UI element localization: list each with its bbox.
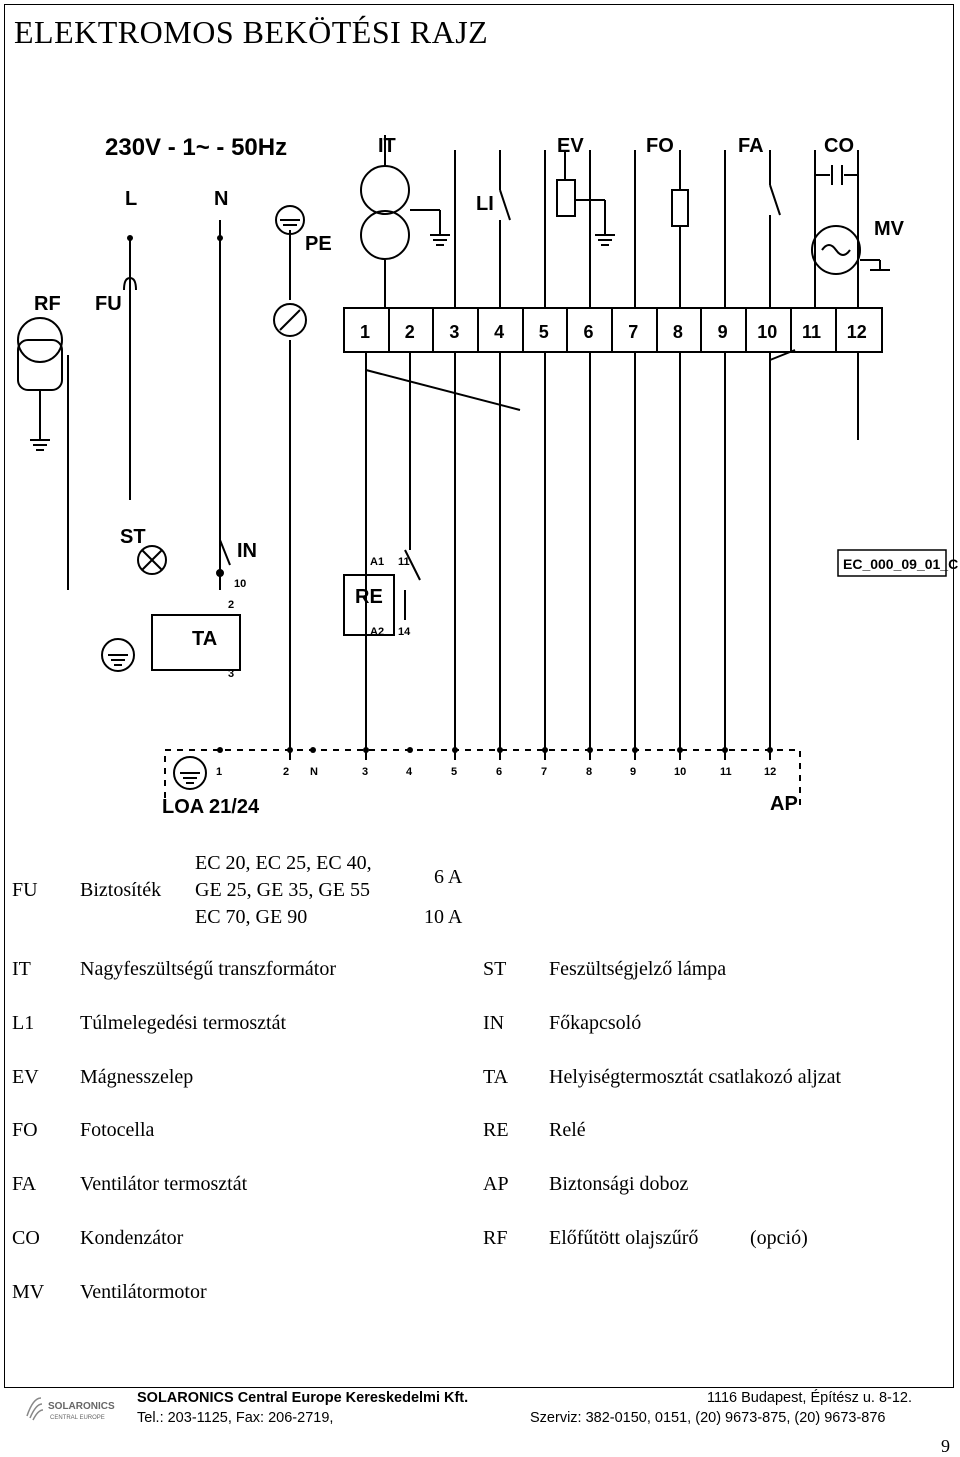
terminal-bottom-label: 10 bbox=[674, 766, 686, 778]
room-thermostat-box bbox=[151, 614, 241, 671]
fuse-icon bbox=[123, 276, 137, 291]
terminal-bottom-label: 5 bbox=[451, 766, 457, 778]
solaronics-logo: SOLARONICS CENTRAL EUROPE bbox=[26, 1397, 115, 1421]
legend-row: CO Kondenzátor RF Előfűtött olajszűrő (o… bbox=[12, 1227, 808, 1249]
svg-text:RE: RE bbox=[355, 586, 383, 608]
svg-text:CO: CO bbox=[824, 135, 854, 157]
ap-label: AP bbox=[770, 793, 798, 815]
terminal-top-label: 6 bbox=[584, 322, 594, 342]
ground-icon bbox=[101, 638, 135, 672]
svg-text:11: 11 bbox=[398, 556, 410, 568]
oil-filter-icon bbox=[17, 317, 63, 363]
svg-text:3: 3 bbox=[228, 668, 234, 680]
supply-label: 230V - 1~ - 50Hz bbox=[105, 134, 287, 161]
terminal-top-label: 3 bbox=[449, 322, 459, 342]
fuse-code: FU bbox=[12, 879, 38, 901]
svg-text:N: N bbox=[214, 188, 228, 210]
svg-text:TA: TA bbox=[192, 628, 217, 650]
svg-text:A1: A1 bbox=[370, 556, 384, 568]
svg-text:FU: FU bbox=[95, 293, 122, 315]
drawing-code: EC_000_09_01_C bbox=[843, 556, 958, 572]
lamp-icon bbox=[137, 545, 167, 575]
motor-icon bbox=[811, 225, 861, 275]
terminal-top-label: 11 bbox=[802, 322, 821, 342]
svg-text:FO: FO bbox=[646, 135, 674, 157]
terminal-bottom-label: 11 bbox=[720, 766, 732, 778]
svg-text:SOLARONICS: SOLARONICS bbox=[48, 1401, 115, 1412]
footer-company: SOLARONICS Central Europe Kereskedelmi K… bbox=[137, 1390, 469, 1406]
terminal-top-label: 9 bbox=[718, 322, 728, 342]
fuse-rating-6a: 6 A bbox=[434, 866, 463, 888]
terminal-top-label: 5 bbox=[539, 322, 549, 342]
legend-row: MV Ventilátormotor bbox=[12, 1281, 207, 1303]
terminal-bottom-label: N bbox=[310, 766, 318, 778]
terminal-top-label: 1 bbox=[360, 322, 370, 342]
terminal-top-label: 8 bbox=[673, 322, 683, 342]
terminal-bottom-label: 2 bbox=[283, 766, 289, 778]
fuse-rating-10a: 10 A bbox=[424, 906, 463, 928]
svg-text:10: 10 bbox=[234, 578, 246, 590]
svg-text:A2: A2 bbox=[370, 626, 384, 638]
transformer-icon bbox=[360, 165, 410, 215]
relay-box bbox=[343, 574, 395, 636]
svg-text:14: 14 bbox=[398, 626, 411, 638]
terminal-bottom-label: 4 bbox=[406, 766, 413, 778]
svg-text:L: L bbox=[125, 188, 137, 210]
legend-row: IT Nagyfeszültségű transzformátor ST Fes… bbox=[12, 958, 727, 980]
page-frame bbox=[4, 4, 954, 1388]
terminal-top-label: 4 bbox=[494, 322, 504, 342]
svg-text:FA: FA bbox=[738, 135, 764, 157]
footer-address: 1116 Budapest, Építész u. 8-12. bbox=[707, 1390, 913, 1406]
terminal-bottom-label: 9 bbox=[630, 766, 636, 778]
svg-text:2: 2 bbox=[228, 599, 234, 611]
footer-service: Szerviz: 382-0150, 0151, (20) 9673-875, … bbox=[530, 1410, 886, 1426]
svg-text:IT: IT bbox=[378, 135, 396, 157]
terminal-bottom-label: 12 bbox=[764, 766, 776, 778]
terminal-bottom-label: 1 bbox=[216, 766, 222, 778]
page-title: ELEKTROMOS BEKÖTÉSI RAJZ bbox=[14, 14, 489, 50]
terminal-bottom-label: 6 bbox=[496, 766, 502, 778]
page-number: 9 bbox=[941, 1436, 950, 1456]
legend-row: FO Fotocella RE Relé bbox=[12, 1119, 586, 1141]
terminal-bottom-label: 7 bbox=[541, 766, 547, 778]
svg-text:PE: PE bbox=[305, 233, 332, 255]
svg-text:MV: MV bbox=[874, 218, 905, 240]
loa-label: LOA 21/24 bbox=[162, 796, 260, 818]
page-footer: SOLARONICS CENTRAL EUROPE SOLARONICS Cen… bbox=[0, 1388, 960, 1430]
svg-text:LI: LI bbox=[476, 193, 494, 215]
fuse-models-1: EC 20, EC 25, EC 40, bbox=[195, 852, 372, 874]
legend-row: L1 Túlmelegedési termosztát IN Főkapcsol… bbox=[12, 1012, 642, 1034]
terminal-top-label: 2 bbox=[405, 322, 415, 342]
fuse-models-3: EC 70, GE 90 bbox=[195, 906, 308, 928]
terminal-top-label: 7 bbox=[628, 322, 638, 342]
svg-text:IN: IN bbox=[237, 540, 257, 562]
legend-row: EV Mágnesszelep TA Helyiségtermosztát cs… bbox=[12, 1066, 842, 1088]
svg-text:ST: ST bbox=[120, 526, 146, 548]
svg-text:RF: RF bbox=[34, 293, 61, 315]
svg-text:CENTRAL EUROPE: CENTRAL EUROPE bbox=[50, 1415, 105, 1421]
wiring-diagram: 230V - 1~ - 50Hz L N PE RF FU IT LI EV F… bbox=[17, 134, 958, 818]
fuse-models-2: GE 25, GE 35, GE 55 bbox=[195, 879, 370, 901]
terminal-top-label: 12 bbox=[847, 322, 867, 342]
legend-row: FA Ventilátor termosztát AP Biztonsági d… bbox=[12, 1173, 689, 1195]
footer-phone: Tel.: 203-1125, Fax: 206-2719, bbox=[137, 1410, 334, 1426]
terminal-bottom-label: 3 bbox=[362, 766, 368, 778]
fuse-name: Biztosíték bbox=[80, 879, 162, 901]
svg-text:EV: EV bbox=[557, 135, 584, 157]
terminal-top-label: 10 bbox=[757, 322, 777, 342]
terminal-bottom-label: 8 bbox=[586, 766, 592, 778]
